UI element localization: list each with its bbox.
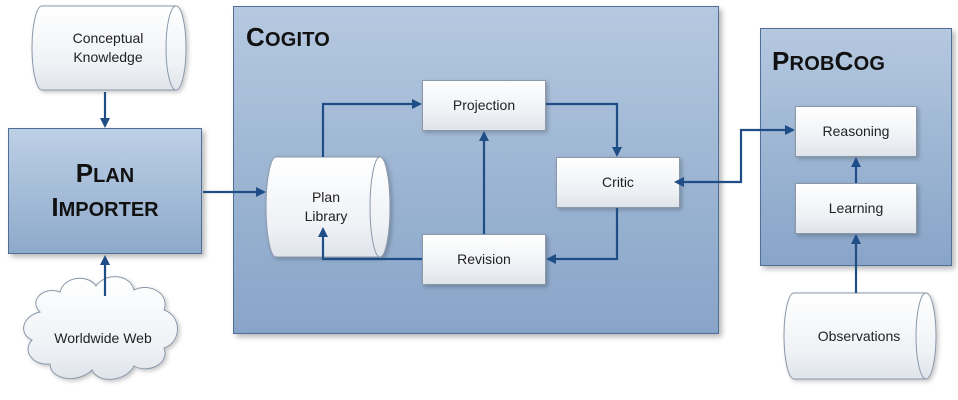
cogito-title: COGITO: [246, 22, 331, 52]
worldwide-web-cloud: [23, 276, 178, 380]
plan-library-cylinder-front: [265, 156, 391, 258]
critic-node: Critic: [556, 157, 680, 208]
observations-cylinder: [783, 292, 937, 380]
probcog-title: PROBCOG: [772, 46, 886, 76]
arrow-projection-to-critic: [546, 102, 622, 157]
learning-node: Learning: [795, 183, 917, 234]
plan-importer-line-2: IMPORTER: [51, 192, 159, 222]
arrow-revision-to-library: [318, 227, 422, 261]
revision-node: Revision: [422, 234, 546, 285]
conceptual-knowledge-cylinder: [31, 5, 187, 91]
projection-node: Projection: [422, 80, 546, 131]
arrow-library-to-projection: [321, 99, 422, 157]
plan-importer-box: PLAN IMPORTER: [8, 128, 202, 254]
plan-importer-line-1: PLAN: [75, 158, 135, 189]
arrow-critic-to-revision: [546, 208, 619, 264]
arrow-critic-reasoning-bidirectional: [674, 125, 795, 187]
reasoning-node: Reasoning: [795, 106, 917, 157]
